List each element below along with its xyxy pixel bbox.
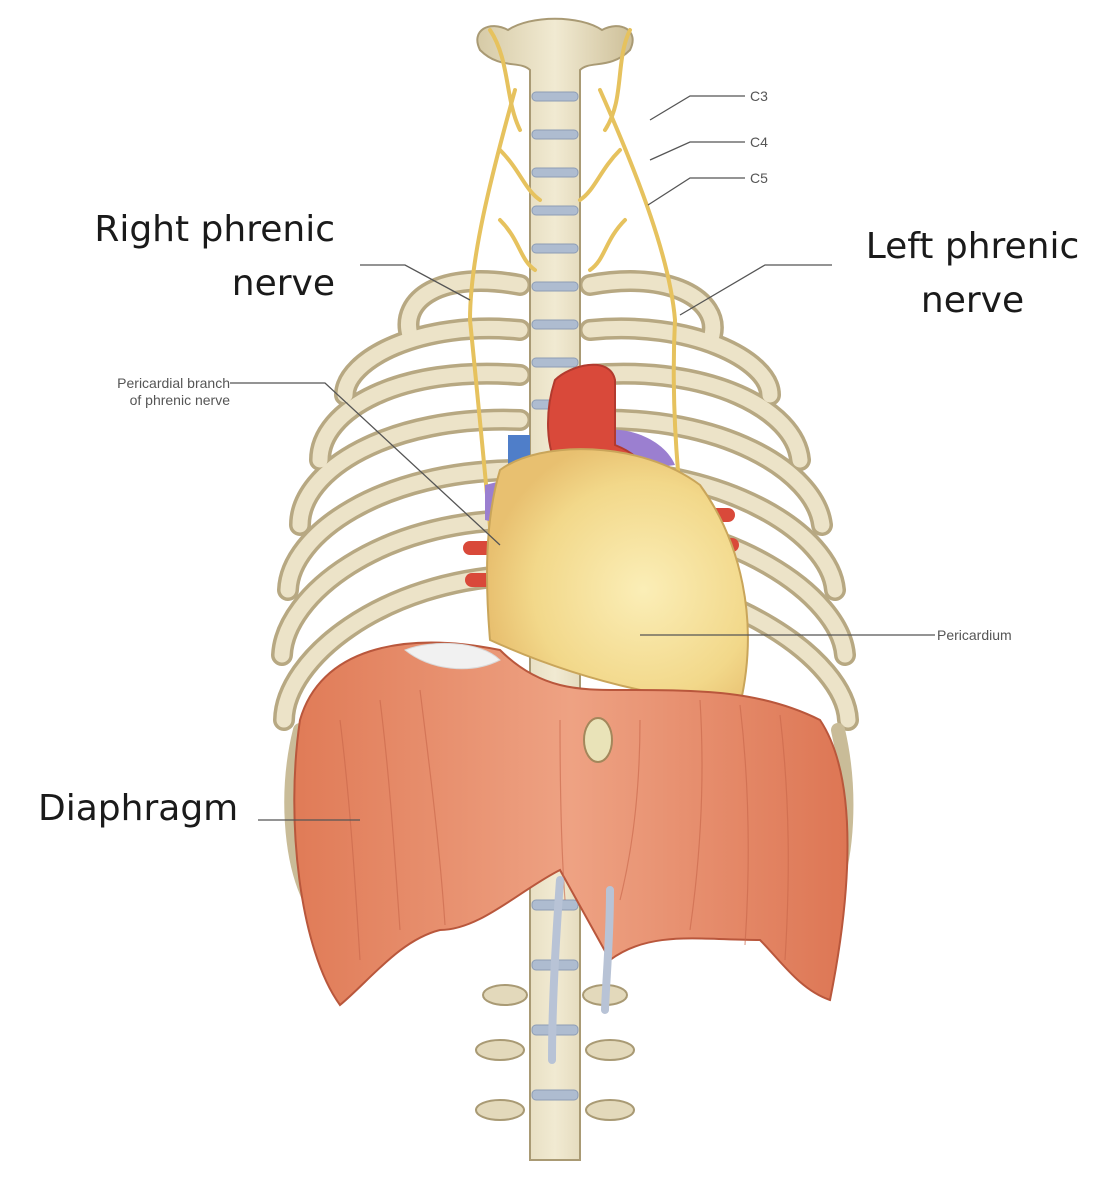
leader-pericardial-branch [230, 382, 501, 546]
pericardial-branch-line2: of phrenic nerve [129, 392, 230, 408]
left-phrenic-line1: Left phrenic [865, 226, 1080, 267]
left-phrenic-line2: nerve [920, 280, 1025, 321]
heart [463, 363, 749, 707]
pericardial-branch-line1: Pericardial branch [117, 375, 230, 391]
leader-c4 [649, 141, 745, 161]
pericardial-branch-label: Pericardial branch of phrenic nerve [50, 375, 230, 409]
diaphragm-muscle [293, 641, 849, 1064]
right-phrenic-nerve-label: Right phrenic nerve [70, 203, 335, 311]
c4-label: C4 [750, 134, 768, 150]
diaphragm-label: Diaphragm [38, 788, 239, 829]
right-phrenic-line1: Right phrenic [94, 209, 335, 250]
left-ribs [271, 270, 531, 731]
leader-right-phrenic [360, 264, 471, 301]
pericardium-label: Pericardium [937, 627, 1012, 643]
c3-label: C3 [750, 88, 768, 104]
c5-label: C5 [750, 170, 768, 186]
right-phrenic-line2: nerve [231, 263, 335, 304]
leader-lines [230, 95, 935, 821]
left-phrenic-nerve-label: Left phrenic nerve [850, 220, 1095, 328]
leader-left-phrenic [679, 264, 832, 316]
leader-c5 [647, 177, 745, 206]
leader-c3 [649, 95, 745, 121]
